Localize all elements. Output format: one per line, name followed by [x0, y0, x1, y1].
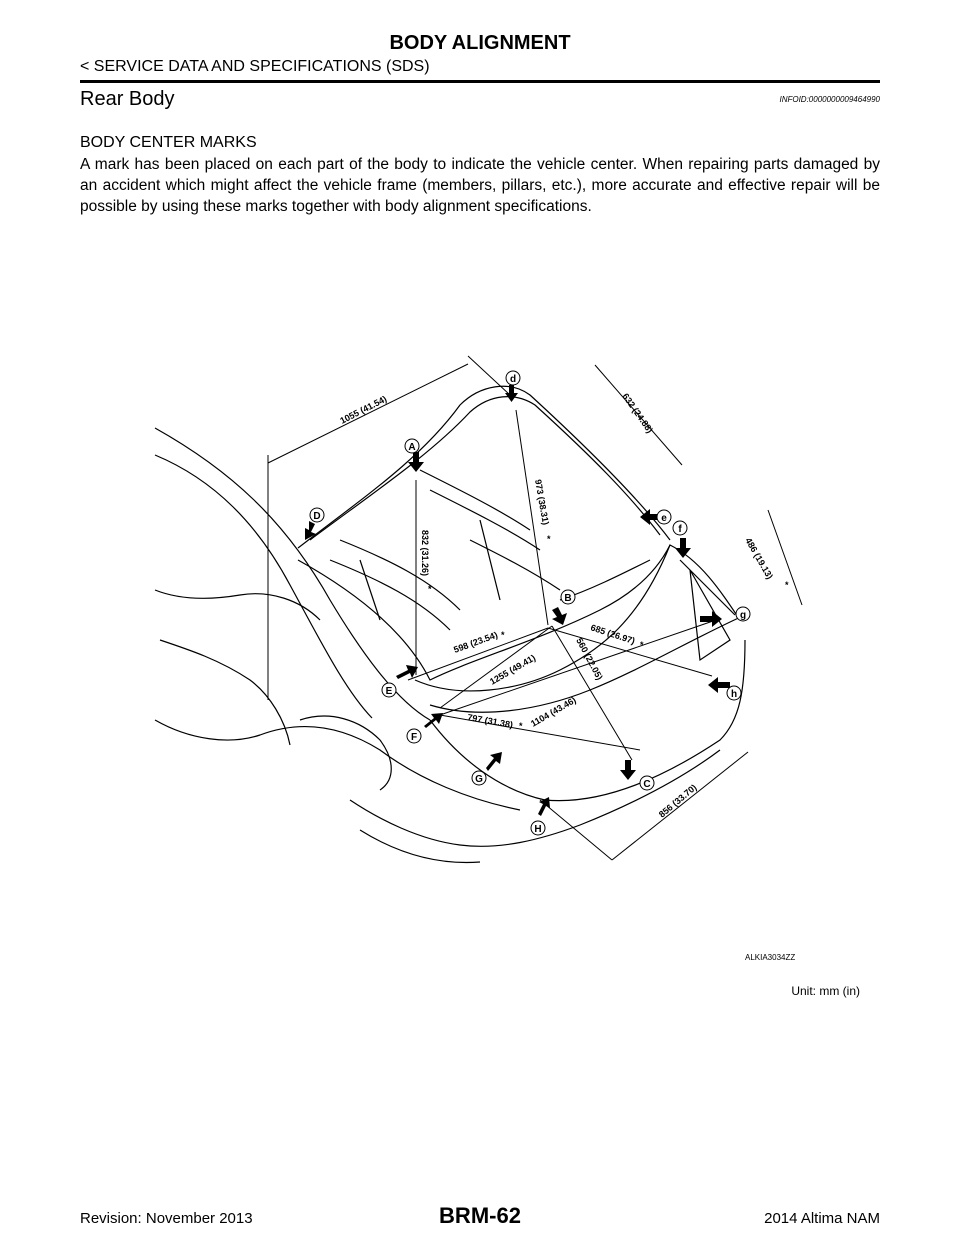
point-label-D: D — [313, 511, 320, 522]
point-label-B: B — [564, 593, 571, 604]
revision-date: Revision: November 2013 — [80, 1210, 253, 1227]
dim-label-797: 797 (31.38) — [467, 712, 514, 730]
dim-label-1104: 1104 (43.46) — [529, 695, 578, 729]
dim-label-632: 632 (24.88) — [620, 391, 655, 434]
point-label-C-circle — [639, 775, 655, 791]
dim-label-486: 486 (19.13) — [743, 536, 775, 581]
point-label-H: H — [534, 824, 541, 835]
point-label-G-circle — [471, 770, 487, 786]
point-label-e-circle — [656, 509, 672, 525]
point-label-G: G — [475, 774, 483, 785]
point-label-F-circle — [406, 728, 422, 744]
document-title: BODY ALIGNMENT — [389, 32, 571, 54]
dimension-lines — [267, 355, 803, 861]
dim-label-598: 598 (23.54) — [452, 630, 499, 655]
point-label-F: F — [411, 732, 417, 743]
point-label-A: A — [408, 442, 415, 453]
point-label-A-circle — [404, 438, 420, 454]
breadcrumb: < SERVICE DATA AND SPECIFICATIONS (SDS) — [80, 58, 430, 75]
dim-label-856: 856 (33.70) — [657, 782, 699, 819]
dim-asterisk-832: * — [428, 584, 432, 594]
point-label-h-circle — [726, 685, 742, 701]
section-title: Rear Body — [80, 88, 175, 110]
point-label-f-circle — [672, 520, 688, 536]
page-number: BRM-62 — [439, 1203, 521, 1228]
point-label-d: d — [510, 374, 516, 385]
point-label-g-circle — [735, 606, 751, 622]
figure-id: ALKIA3034ZZ — [745, 953, 796, 962]
point-label-h: h — [731, 689, 737, 700]
subsection-title: BODY CENTER MARKS — [80, 134, 257, 151]
point-label-E-circle — [381, 682, 397, 698]
dim-asterisk-486: * — [785, 580, 789, 590]
dim-label-832: 832 (31.26) — [420, 530, 430, 576]
point-label-H-circle — [530, 820, 546, 836]
info-id: INFOID:0000000009464990 — [779, 95, 880, 104]
point-label-E: E — [386, 686, 393, 697]
point-label-B-circle — [560, 589, 576, 605]
unit-note: Unit: mm (in) — [791, 984, 860, 998]
dim-asterisk-797: * — [519, 721, 523, 731]
mark-arrows — [305, 385, 730, 816]
car-body-outline — [154, 385, 746, 864]
point-label-C: C — [643, 779, 650, 790]
point-label-D-circle — [309, 507, 325, 523]
point-label-f: f — [678, 524, 682, 535]
dim-label-973: 973 (38.31) — [533, 479, 551, 526]
dimension-labels: 1055 (41.54) 632 (24.88) 973 (38.31) * 8… — [338, 391, 789, 819]
dim-asterisk-685: * — [640, 640, 644, 650]
point-label-g: g — [740, 610, 746, 621]
mark-labels: A B C D E F G H d e f g h — [309, 370, 751, 836]
dim-asterisk-973: * — [547, 534, 551, 544]
point-label-e: e — [661, 513, 667, 524]
point-label-d-circle — [505, 370, 521, 386]
dim-label-1055: 1055 (41.54) — [338, 394, 388, 426]
model-name: 2014 Altima NAM — [764, 1210, 880, 1227]
dim-asterisk-598: * — [501, 630, 505, 640]
header-rule — [80, 80, 880, 83]
body-alignment-diagram: A B C D E F G H d e f g h 1055 (41.54) 6… — [154, 355, 803, 864]
body-paragraph: A mark has been placed on each part of t… — [80, 156, 880, 215]
